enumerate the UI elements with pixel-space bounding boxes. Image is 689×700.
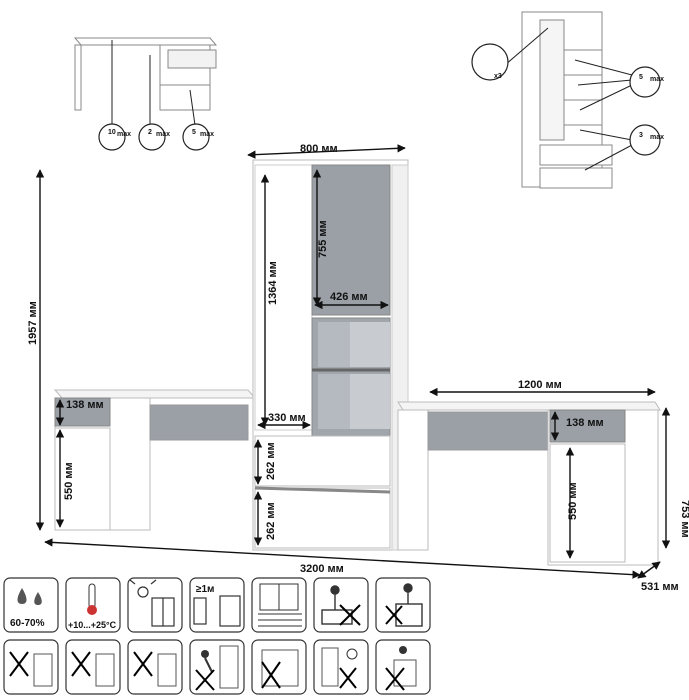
- heater-distance-icon: ≥1м: [193, 584, 241, 627]
- svg-text:max: max: [650, 134, 664, 141]
- svg-text:60-70%: 60-70%: [10, 618, 45, 629]
- dim-drawer-2: 262 мм: [265, 502, 277, 540]
- svg-text:3: 3: [639, 132, 643, 139]
- dim-depth: 531 мм: [641, 581, 679, 593]
- wall-mount-badge: x3: [471, 43, 509, 81]
- dim-drawer-small-left: 138 мм: [66, 399, 104, 411]
- dimension-lines: [35, 144, 671, 579]
- svg-text:≥1м: ≥1м: [196, 584, 214, 595]
- no-climbing-icon: [321, 585, 361, 626]
- center-cabinet: [252, 159, 409, 551]
- svg-text:max: max: [650, 76, 664, 83]
- no-tipping-icon: [385, 646, 417, 691]
- svg-text:max: max: [156, 131, 170, 138]
- left-desk: [53, 389, 257, 531]
- dim-desk-width: 1200 мм: [518, 379, 562, 391]
- load-badge-cabinet-shelf: 5 max: [629, 66, 664, 98]
- load-badge-desk-drawer: 2 max: [138, 123, 170, 151]
- dim-open-width: 330 мм: [268, 412, 306, 424]
- care-icons-row: [3, 577, 431, 633]
- no-abrasive-icon: [133, 651, 177, 687]
- svg-text:5: 5: [192, 129, 196, 136]
- warning-icons-row: [3, 639, 431, 695]
- dim-shelf-height: 755 мм: [317, 220, 329, 258]
- dim-desk-height: 753 мм: [679, 500, 689, 538]
- dim-cabinet-width: 800 мм: [300, 143, 338, 155]
- dim-door-height: 1364 мм: [267, 261, 279, 305]
- desk-load-schematic: [73, 37, 218, 126]
- no-wet-cleaning-icon: [9, 651, 53, 687]
- dim-drawer-small-right: 138 мм: [566, 417, 604, 429]
- right-desk: [397, 401, 661, 566]
- svg-text:max: max: [200, 131, 214, 138]
- no-hanging-icon: [195, 645, 239, 691]
- svg-text:max: max: [117, 131, 131, 138]
- no-overload-icon: [261, 649, 299, 689]
- load-badge-desk-top: 10 max: [98, 123, 131, 151]
- load-badge-cabinet-drawer: 3 max: [629, 124, 664, 156]
- svg-text:10: 10: [108, 129, 116, 136]
- no-leaning-icon: [321, 647, 358, 689]
- svg-text:+10...+25°C: +10...+25°C: [68, 620, 117, 630]
- ventilation-icon: [258, 583, 302, 627]
- sunlight-icon: [129, 579, 175, 627]
- svg-text:2: 2: [148, 129, 152, 136]
- dim-shelf-width: 426 мм: [330, 291, 368, 303]
- no-stand-icon: [385, 583, 423, 627]
- temperature-icon: +10...+25°C: [68, 583, 117, 630]
- dim-door-small-right: 550 мм: [567, 482, 579, 520]
- dim-total-height: 1957 мм: [27, 301, 39, 345]
- dim-door-small-left: 550 мм: [63, 462, 75, 500]
- svg-text:x3: x3: [494, 73, 502, 80]
- no-spray-icon: [71, 651, 115, 687]
- load-badge-desk-shelf: 5 max: [182, 123, 214, 151]
- dim-drawer-1: 262 мм: [265, 442, 277, 480]
- cabinet-load-schematic: [504, 11, 633, 189]
- svg-text:5: 5: [639, 74, 643, 81]
- humidity-icon: 60-70%: [10, 588, 45, 629]
- dim-total-width: 3200 мм: [300, 563, 344, 575]
